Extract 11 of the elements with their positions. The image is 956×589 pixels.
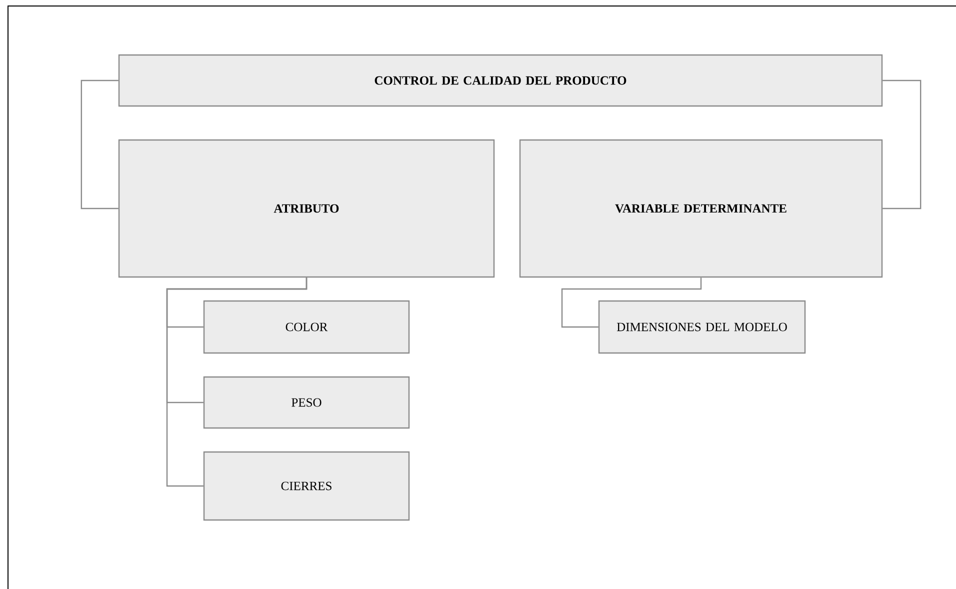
process-box: CIERRES bbox=[203, 451, 410, 521]
process-box: VARIABLE DETERMINANTE bbox=[519, 139, 883, 278]
process-box: DIMENSIONES DEL MODELO bbox=[598, 300, 806, 354]
connector-line bbox=[561, 278, 702, 328]
connector-line bbox=[882, 80, 922, 210]
connector-line bbox=[166, 278, 308, 487]
process-box: PESO bbox=[203, 376, 410, 429]
process-box: ATRIBUTO bbox=[118, 139, 495, 278]
process-box: CONTROL DE CALIDAD DEL PRODUCTO bbox=[118, 54, 883, 107]
process-box: COLOR bbox=[203, 300, 410, 354]
connector-line bbox=[80, 80, 118, 210]
